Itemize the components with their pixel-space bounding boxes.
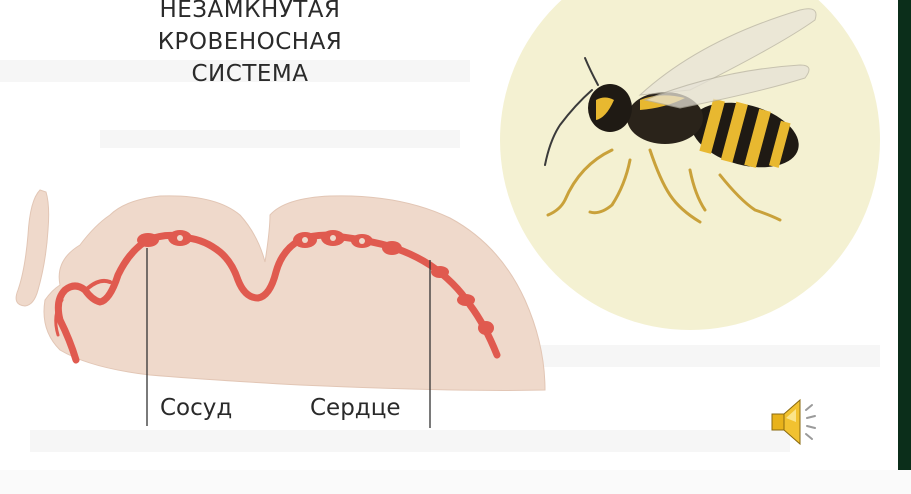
heart-label: Сердце <box>310 395 401 421</box>
wasp-background-disc <box>500 0 880 330</box>
right-frame-strip <box>898 0 911 494</box>
title-line-3: СИСТЕМА <box>110 58 390 90</box>
speaker-icon[interactable] <box>766 392 822 452</box>
title-line-1: НЕЗАМКНУТАЯ <box>110 0 390 26</box>
diagram-title: НЕЗАМКНУТАЯ КРОВЕНОСНАЯ СИСТЕМА <box>110 0 390 90</box>
title-line-2: КРОВЕНОСНАЯ <box>110 26 390 58</box>
bottom-margin <box>0 470 911 494</box>
vessel-label: Сосуд <box>160 395 232 421</box>
insect-body-outline <box>16 190 545 390</box>
